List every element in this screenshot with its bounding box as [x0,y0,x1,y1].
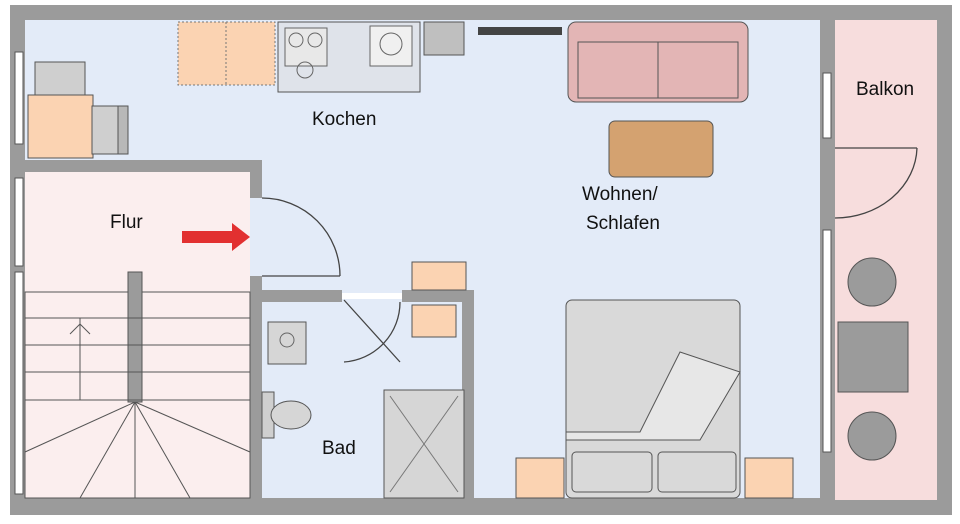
wall-hall-right-lower [250,276,262,498]
staircase [24,271,251,499]
bath-fixtures [261,261,467,499]
tv [478,27,562,35]
living-label-line2: Schlafen [586,213,660,234]
kitchen-counter [177,21,465,93]
kitchen-label: Kochen [312,109,376,130]
wall-bath-top-right [402,290,474,302]
balcony-furniture [837,257,909,461]
wall-bath-top-left [250,290,342,302]
doors [261,147,918,363]
bed [515,299,794,499]
entry-arrow-icon [182,223,250,251]
wall-bath-right [462,290,474,500]
sofa [567,21,749,103]
wall-bottom-hall [10,498,262,515]
coffee-table [608,120,714,178]
wall-balcony-mid2 [820,218,835,230]
wall-balcony-lower [820,452,835,515]
living-label-line1: Wohnen/ [582,184,658,205]
windows [14,51,832,495]
bath-label: Bad [322,438,356,459]
hall-label: Flur [110,212,143,233]
wall-hall-right-upper [250,160,262,198]
wall-balcony-upper [820,5,835,73]
wall-hall-top [10,160,262,172]
wall-balcony-mid [820,138,835,148]
balcony-label: Balkon [856,79,914,100]
dining-set [27,61,129,159]
